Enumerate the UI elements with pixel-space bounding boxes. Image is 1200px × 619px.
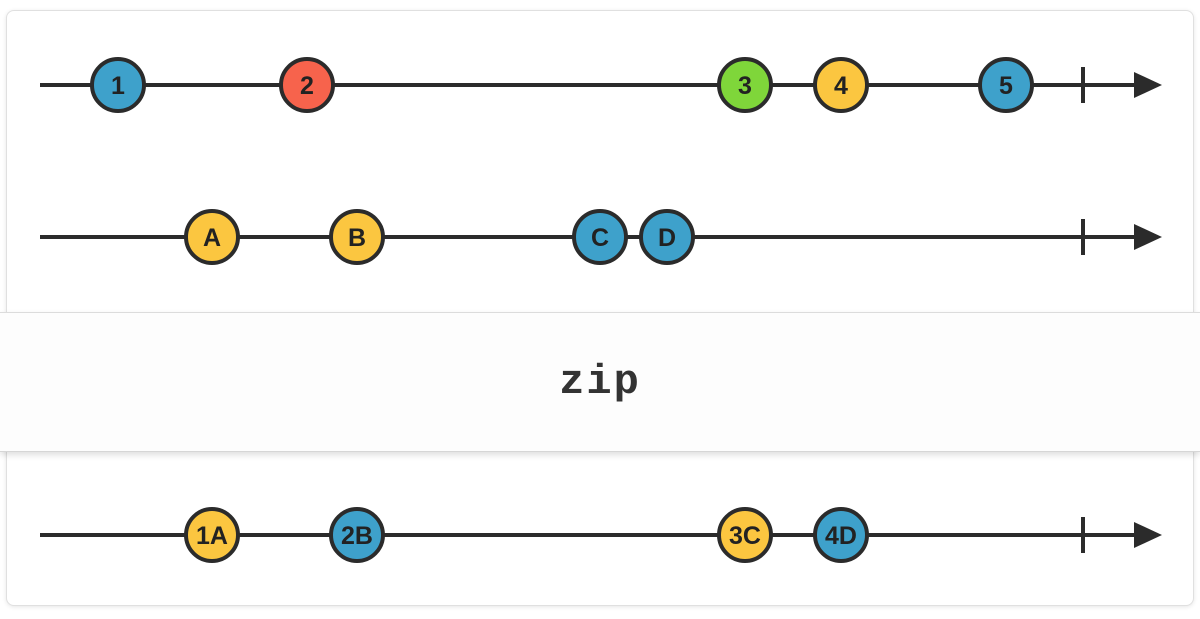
marble-label: A [203, 224, 221, 252]
marble-circle[interactable] [813, 57, 869, 113]
marble-label: 4 [834, 72, 848, 100]
marble-5[interactable]: 5 [978, 57, 1034, 113]
marble-2B: 2B [329, 507, 385, 563]
marble-circle [717, 507, 773, 563]
marble-circle[interactable] [717, 57, 773, 113]
marble-3C: 3C [717, 507, 773, 563]
marble-circle[interactable] [639, 209, 695, 265]
marble-3[interactable]: 3 [717, 57, 773, 113]
marble-1A: 1A [184, 507, 240, 563]
marble-4[interactable]: 4 [813, 57, 869, 113]
marble-circle[interactable] [329, 209, 385, 265]
marble-label: 3 [738, 72, 752, 100]
marble-label: D [658, 224, 676, 252]
marble-circle [184, 507, 240, 563]
marble-D[interactable]: D [639, 209, 695, 265]
marble-circle [813, 507, 869, 563]
marble-circle[interactable] [90, 57, 146, 113]
marble-C[interactable]: C [572, 209, 628, 265]
operator-box: zip [0, 312, 1200, 452]
marble-4D: 4D [813, 507, 869, 563]
marble-label: 1A [196, 522, 228, 550]
marble-label: 2B [341, 522, 373, 550]
marble-circle[interactable] [978, 57, 1034, 113]
arrowhead-icon [1134, 72, 1162, 98]
marble-1[interactable]: 1 [90, 57, 146, 113]
marble-label: B [348, 224, 366, 252]
marble-circle [329, 507, 385, 563]
marble-label: C [591, 224, 609, 252]
arrowhead-icon [1134, 522, 1162, 548]
timeline-output: 1A 2B 3C 4D [40, 507, 1162, 563]
marble-A[interactable]: A [184, 209, 240, 265]
operator-label: zip [559, 358, 641, 406]
marble-circle[interactable] [279, 57, 335, 113]
marble-circle[interactable] [572, 209, 628, 265]
marble-2[interactable]: 2 [279, 57, 335, 113]
marble-circle[interactable] [184, 209, 240, 265]
timeline-source-2: A B C D [40, 209, 1162, 265]
marble-label: 2 [300, 72, 314, 100]
marble-label: 5 [999, 72, 1013, 100]
timeline-source-1: 1 2 3 4 5 [40, 57, 1162, 113]
marble-B[interactable]: B [329, 209, 385, 265]
arrowhead-icon [1134, 224, 1162, 250]
marble-label: 3C [729, 522, 761, 550]
marble-label: 4D [825, 522, 857, 550]
marble-label: 1 [111, 72, 125, 100]
